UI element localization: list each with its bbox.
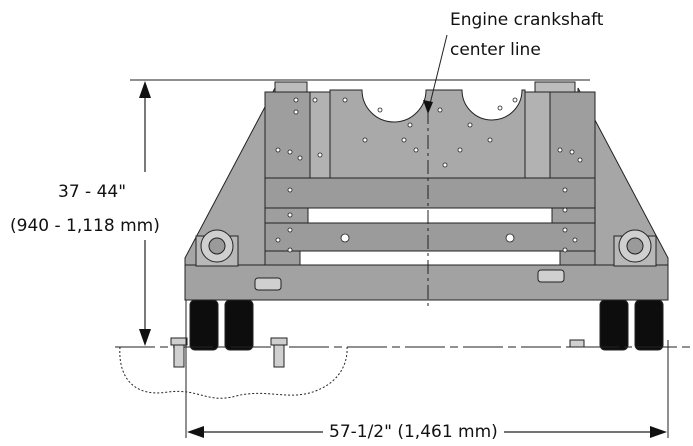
base-cross-rail: [184, 264, 669, 301]
lower-slot: [299, 250, 561, 266]
width-arrowhead-left: [187, 426, 204, 438]
right-bearing-hub: [626, 237, 644, 255]
ground-cutaway: [119, 346, 348, 399]
height-label-metric: (940 - 1,118 mm): [10, 216, 160, 236]
height-arrowhead-down: [139, 329, 151, 346]
crankshaft-leader: [427, 34, 448, 113]
center-mount-plate: [329, 89, 526, 179]
height-arrowhead-up: [139, 81, 151, 98]
right-top-cap: [534, 81, 576, 93]
upper-cross-rail: [264, 177, 596, 209]
width-label: 57-1/2" (1,461 mm): [323, 422, 504, 442]
bolt-holes: [275, 97, 583, 253]
anchor-bolts: [170, 337, 585, 368]
height-label-imperial: 37 - 44": [58, 182, 127, 202]
left-wheel-outer: [189, 299, 219, 351]
crankshaft-label-line2: center line: [450, 40, 541, 60]
left-top-cap: [274, 81, 308, 93]
left-wheel-inner: [224, 299, 254, 351]
left-bearing-hub: [208, 237, 226, 255]
crankshaft-label-line1: Engine crankshaft: [450, 10, 604, 30]
crankshaft-leader-arrowhead: [423, 100, 433, 114]
upper-slot: [307, 207, 553, 224]
right-wheel-inner: [599, 299, 629, 351]
width-arrowhead-right: [650, 426, 667, 438]
right-wheel-outer: [634, 299, 664, 351]
left-lock-pin: [254, 277, 282, 291]
right-lock-pin: [537, 269, 565, 283]
middle-cross-rail: [264, 222, 596, 252]
